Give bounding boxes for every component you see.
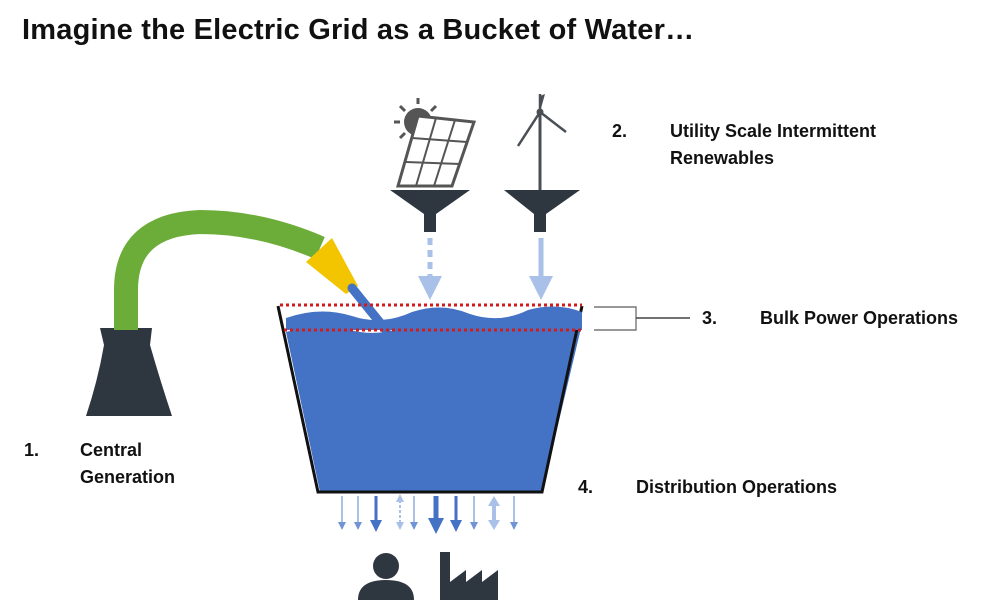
distribution-arrows xyxy=(338,494,518,534)
label-4-number: 4. xyxy=(578,477,594,497)
power-plant-icon xyxy=(86,328,172,416)
hose xyxy=(114,209,325,330)
page-title: Imagine the Electric Grid as a Bucket of… xyxy=(22,14,695,46)
label-renewables: Utility Scale Intermittent Renewables xyxy=(670,118,876,172)
factory-icon xyxy=(440,552,498,600)
funnel-icon xyxy=(390,190,470,232)
renewables-flow-arrows xyxy=(418,238,553,300)
label-line: Central xyxy=(80,440,143,460)
label-line: Renewables xyxy=(670,148,775,168)
person-icon xyxy=(358,553,414,600)
label-line: Distribution Operations xyxy=(636,477,838,497)
label-line: Bulk Power Operations xyxy=(760,308,959,328)
nozzle-icon xyxy=(306,238,358,294)
label-1-number: 1. xyxy=(24,440,40,460)
label-2-number: 2. xyxy=(612,121,628,141)
bracket-connector xyxy=(594,306,690,331)
bulk-power-band xyxy=(280,303,582,332)
wind-turbine-icon xyxy=(516,94,567,190)
funnel-icon xyxy=(504,190,580,232)
label-line: Generation xyxy=(80,467,176,487)
bucket-icon xyxy=(276,305,584,494)
label-distribution: Distribution Operations xyxy=(636,474,837,501)
water-stream xyxy=(347,283,391,335)
solar-panel-icon xyxy=(394,98,477,188)
label-central-generation: Central Generation xyxy=(80,437,175,491)
label-3-number: 3. xyxy=(702,308,718,328)
label-bulk-power: Bulk Power Operations xyxy=(760,305,958,332)
label-line: Utility Scale Intermittent xyxy=(670,121,877,141)
